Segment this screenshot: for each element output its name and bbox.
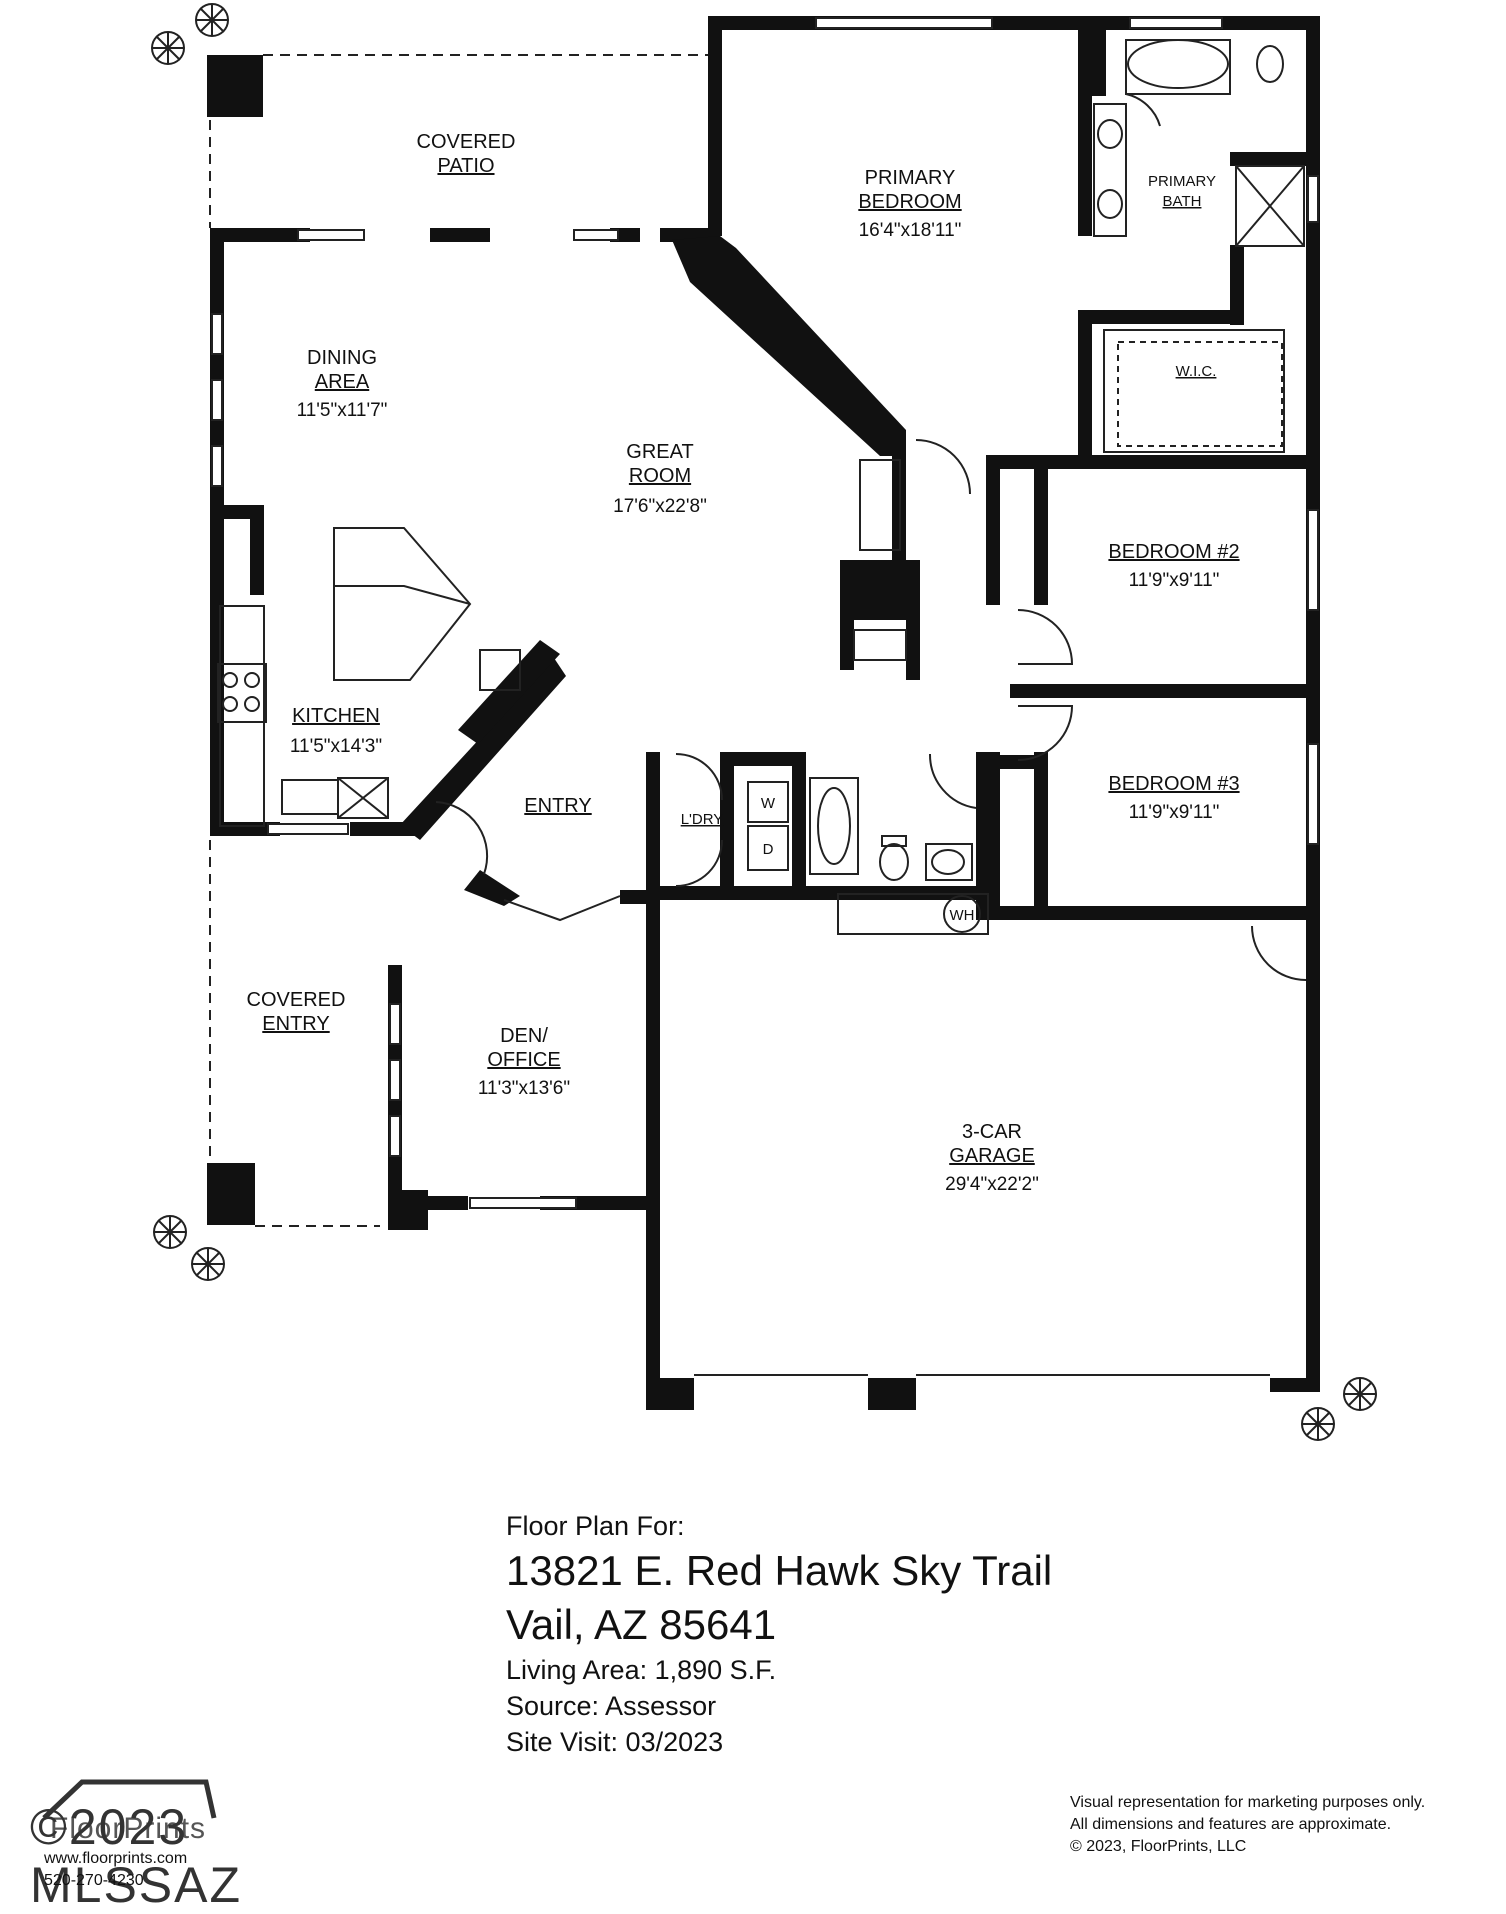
svg-text:BATH: BATH [1163,193,1202,210]
room-bedroom-2: BEDROOM #2 11'9"x9'11" [1108,541,1239,591]
info-heading: Floor Plan For: [506,1511,685,1541]
svg-text:11'9"x9'11": 11'9"x9'11" [1129,570,1220,591]
svg-text:11'5"x11'7": 11'5"x11'7" [297,400,388,421]
svg-text:11'5"x14'3": 11'5"x14'3" [290,736,382,757]
logo-website: www.floorprints.com [44,1850,188,1867]
svg-text:W.I.C.: W.I.C. [1176,363,1217,380]
svg-text:L'DRY: L'DRY [681,811,724,828]
room-kitchen: KITCHEN 11'5"x14'3" [290,705,382,757]
svg-text:11'3"x13'6": 11'3"x13'6" [478,1078,570,1099]
disclaimer: Visual representation for marketing purp… [1070,1792,1500,1858]
washer-label: W [761,795,776,812]
svg-text:PRIMARY: PRIMARY [865,167,956,189]
logo-phone: 520-270-4230 [44,1872,144,1889]
address-line-1: 13821 E. Red Hawk Sky Trail [506,1547,1053,1594]
svg-text:17'6"x22'8": 17'6"x22'8" [613,496,707,517]
room-den-office: DEN/ OFFICE 11'3"x13'6" [478,1025,570,1099]
svg-text:OFFICE: OFFICE [487,1049,560,1071]
svg-text:BEDROOM #3: BEDROOM #3 [1108,773,1239,795]
svg-text:DEN/: DEN/ [500,1025,548,1047]
room-primary-bath: PRIMARY BATH [1148,173,1216,210]
room-laundry: L'DRY [681,811,724,828]
svg-text:COVERED: COVERED [247,989,346,1011]
disclaimer-line-3: © 2023, FloorPrints, LLC [1070,1838,1247,1855]
site-visit: Site Visit: 03/2023 [506,1727,724,1757]
room-covered-patio: COVERED PATIO [417,131,516,177]
svg-text:16'4"x18'11": 16'4"x18'11" [859,220,962,241]
brand-name: FloorPrints [50,1812,207,1845]
living-area: Living Area: 1,890 S.F. [506,1655,777,1685]
floor-plan: COVERED PATIO PRIMARY BEDROOM 16'4"x18'1… [151,3,1377,1441]
disclaimer-line-2: All dimensions and features are approxim… [1070,1816,1392,1833]
room-great-room: GREAT ROOM 17'6"x22'8" [613,441,707,517]
svg-text:GREAT: GREAT [626,441,693,463]
svg-text:BEDROOM #2: BEDROOM #2 [1108,541,1239,563]
svg-text:KITCHEN: KITCHEN [292,705,380,727]
svg-text:AREA: AREA [315,371,370,393]
room-entry: ENTRY [524,795,591,817]
house-roof-icon [42,1779,217,1820]
floorprints-logo: FloorPrints ©2023 MLSSAZ www.floorprints… [30,1768,410,1913]
room-garage: 3-CAR GARAGE 29'4"x22'2" [945,1121,1039,1195]
svg-text:3-CAR: 3-CAR [962,1121,1022,1143]
room-bedroom-3: BEDROOM #3 11'9"x9'11" [1108,773,1239,823]
svg-text:ENTRY: ENTRY [524,795,591,817]
room-wic: W.I.C. [1176,363,1217,380]
svg-text:11'9"x9'11": 11'9"x9'11" [1129,802,1220,823]
room-covered-entry: COVERED ENTRY [247,989,346,1035]
room-dining-area: DINING AREA 11'5"x11'7" [297,347,388,421]
svg-text:ROOM: ROOM [629,465,691,487]
dryer-label: D [763,841,774,858]
water-heater-label: WH [950,907,975,924]
disclaimer-line-1: Visual representation for marketing purp… [1070,1794,1426,1811]
room-primary-bedroom: PRIMARY BEDROOM 16'4"x18'11" [858,167,961,241]
svg-text:BEDROOM: BEDROOM [858,191,961,213]
plant-icon [151,3,1377,1441]
svg-text:DINING: DINING [307,347,377,369]
property-info: Floor Plan For: 13821 E. Red Hawk Sky Tr… [506,1508,1206,1760]
source: Source: Assessor [506,1691,717,1721]
svg-text:ENTRY: ENTRY [262,1013,329,1035]
svg-text:29'4"x22'2": 29'4"x22'2" [945,1174,1039,1195]
address-line-2: Vail, AZ 85641 [506,1601,777,1648]
svg-text:COVERED: COVERED [417,131,516,153]
svg-text:PATIO: PATIO [437,155,494,177]
svg-text:GARAGE: GARAGE [949,1145,1035,1167]
svg-text:PRIMARY: PRIMARY [1148,173,1216,190]
